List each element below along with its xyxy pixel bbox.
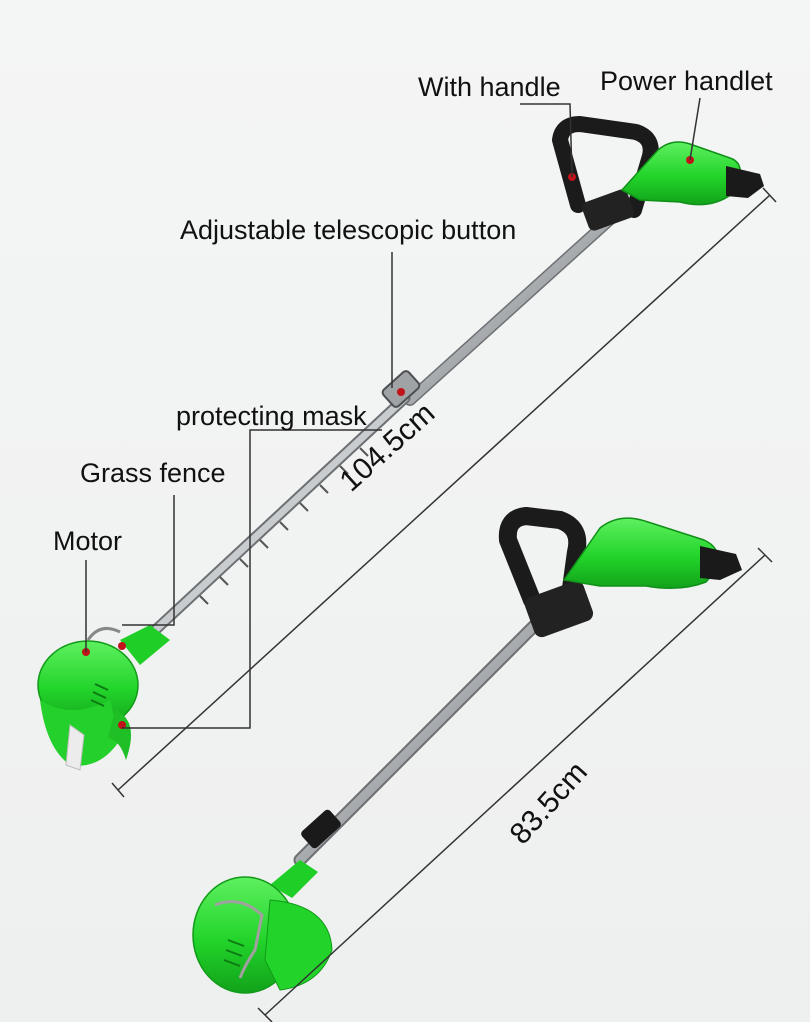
label-power-handlet: Power handlet xyxy=(600,66,773,96)
trimmer-retracted xyxy=(192,507,742,994)
label-with-handle: With handle xyxy=(418,72,561,102)
retracted-button xyxy=(301,809,341,849)
label-motor: Motor xyxy=(53,526,123,556)
dimension-line-extended xyxy=(111,187,777,798)
retracted-d-handle xyxy=(498,507,594,638)
retracted-motor-head xyxy=(192,860,333,994)
retracted-power-handle xyxy=(562,517,742,589)
telescopic-button xyxy=(381,370,421,408)
motor-head xyxy=(37,625,170,771)
d-handle xyxy=(552,116,659,231)
trimmer-extended xyxy=(37,116,764,771)
power-handle xyxy=(620,141,764,206)
dimension-line-retracted xyxy=(257,547,773,1022)
label-adjustable-button: Adjustable telescopic button xyxy=(180,215,517,245)
retracted-pole xyxy=(293,603,557,867)
label-protecting-mask: protecting mask xyxy=(176,401,367,431)
telescopic-pole xyxy=(144,209,621,641)
label-grass-fence: Grass fence xyxy=(80,458,226,488)
